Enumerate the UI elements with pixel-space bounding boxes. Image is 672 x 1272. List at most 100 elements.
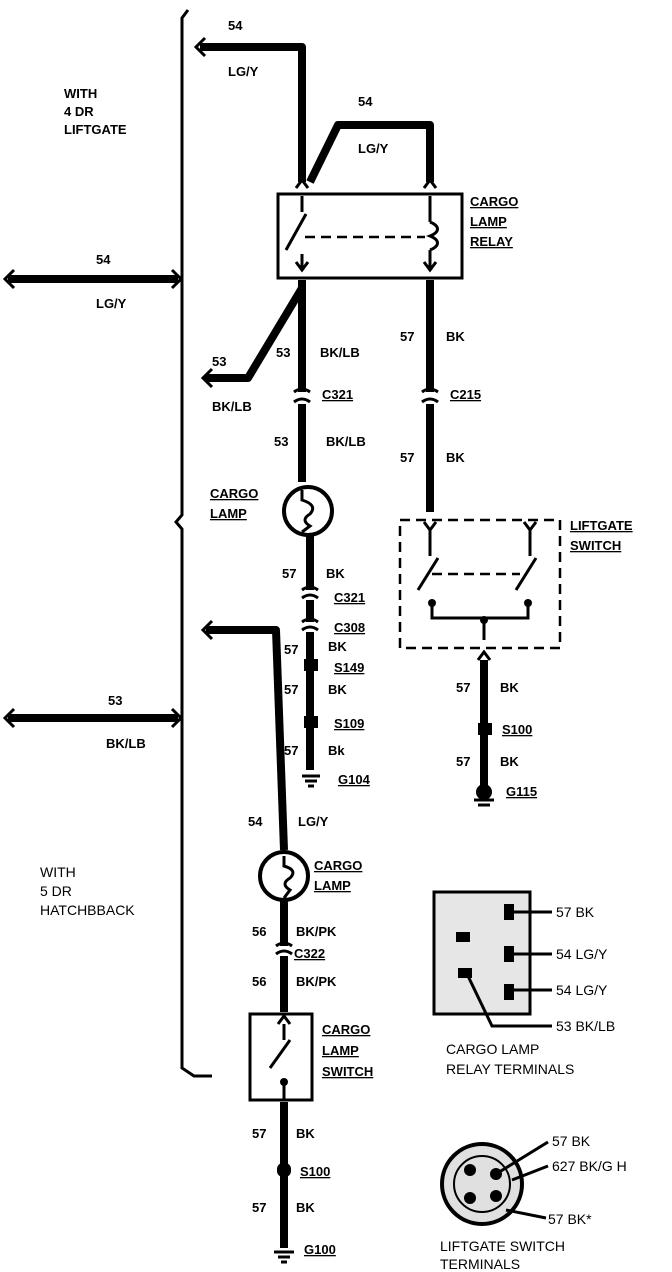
connector-label-g100: G100 xyxy=(304,1242,336,1257)
wire-54-hatchback xyxy=(206,626,288,851)
wire-color-57-l2: BK xyxy=(500,754,519,769)
label-with-5dr: WITH xyxy=(40,864,76,880)
relay-terminals-inset xyxy=(432,890,552,1028)
label-cargo-lamp-top-2: LAMP xyxy=(210,506,247,521)
splice-s100-bottom xyxy=(277,1163,291,1177)
wire-label-57-c4: 57 xyxy=(284,743,298,758)
label-cargo-lamp-switch-2: LAMP xyxy=(322,1043,359,1058)
liftgate-contact xyxy=(416,557,440,591)
wire-color-57-c4: Bk xyxy=(328,743,345,758)
switch-terminal-arrow xyxy=(522,521,538,533)
connector-label-s149: S149 xyxy=(334,660,364,675)
connector-c215 xyxy=(421,397,439,404)
label-cargo-lamp-bot-2: LAMP xyxy=(314,878,351,893)
wire-label-54-top: 54 xyxy=(228,18,243,33)
relay-terminal-arrow xyxy=(294,177,310,189)
connector-c321-a xyxy=(293,397,311,404)
wire-color-53-left-branch: BK/LB xyxy=(212,399,252,414)
label-cargo-lamp-top-1: CARGO xyxy=(210,486,258,501)
cargo-lamp-relay-box xyxy=(276,192,464,280)
connector-c308 xyxy=(301,625,319,632)
connector-label-s100-bottom: S100 xyxy=(300,1164,330,1179)
wire-label-53-left: 53 xyxy=(108,693,122,708)
connector-arrow xyxy=(170,707,184,729)
splice-s100-right xyxy=(478,723,492,735)
cargo-switch-contact xyxy=(268,1039,292,1069)
label-relay-terminals-1: CARGO LAMP xyxy=(446,1041,539,1057)
wire-color-57-b2: BK xyxy=(296,1200,315,1215)
connector-label-c321-b: C321 xyxy=(334,590,365,605)
label-with-4dr-2: 4 DR xyxy=(64,104,94,119)
wire-53-branch xyxy=(205,285,306,382)
lamp-filament xyxy=(300,490,315,534)
wire-color-54-left: LG/Y xyxy=(96,296,127,311)
label-with-5dr-3: HATCHBBACK xyxy=(40,902,135,918)
liftgate-contact xyxy=(514,557,538,591)
relay-terminal-arrow xyxy=(422,177,438,189)
connector-label-c215: C215 xyxy=(450,387,481,402)
connector-label-s100-right: S100 xyxy=(502,722,532,737)
connector-arrow xyxy=(170,268,184,290)
wire-label-56-b: 56 xyxy=(252,974,266,989)
label-liftgate-switch-2: SWITCH xyxy=(570,538,621,553)
wire-color-54-mid: LG/Y xyxy=(358,141,389,156)
label-liftgate-switch-1: LIFTGATE xyxy=(570,518,633,533)
connector-c321-a xyxy=(293,387,311,394)
label-cargo-lamp-relay-1: CARGO xyxy=(470,194,518,209)
wire-color-54-top: LG/Y xyxy=(228,64,259,79)
label-with-4dr-3: LIFTGATE xyxy=(64,122,127,137)
liftgate-terminals-inset xyxy=(440,1140,549,1226)
label-cargo-lamp-switch-3: SWITCH xyxy=(322,1064,373,1079)
wire-color-56-b: BK/PK xyxy=(296,974,337,989)
relay-terminal-1: 57 BK xyxy=(556,904,595,920)
wire-color-53-a: BK/LB xyxy=(320,345,360,360)
label-cargo-lamp-relay-3: RELAY xyxy=(470,234,513,249)
option-bracket xyxy=(174,9,212,1078)
label-cargo-lamp-relay-2: LAMP xyxy=(470,214,507,229)
lamp-filament xyxy=(282,856,295,899)
splice-s109 xyxy=(304,716,318,728)
connector-label-c321-a: C321 xyxy=(322,387,353,402)
wire-color-57-c2: BK xyxy=(328,639,347,654)
wire-color-56-a: BK/PK xyxy=(296,924,337,939)
cargo-lamp-switch-box xyxy=(248,1012,314,1102)
relay-terminal-3: 54 LG/Y xyxy=(556,982,608,998)
connector-arrow xyxy=(2,707,16,729)
wire-label-53-b: 53 xyxy=(274,434,288,449)
connector-label-g104: G104 xyxy=(338,772,371,787)
wire-label-54-mid: 54 xyxy=(358,94,373,109)
wire-color-57-b1: BK xyxy=(296,1126,315,1141)
relay-coil xyxy=(425,220,439,252)
connector-c322 xyxy=(275,949,293,956)
wire-label-57-b1: 57 xyxy=(252,1126,266,1141)
wire-color-57-c3: BK xyxy=(328,682,347,697)
ground-g115 xyxy=(476,784,492,800)
label-with-5dr-2: 5 DR xyxy=(40,883,72,899)
wire-label-53-left-branch: 53 xyxy=(212,354,226,369)
wire-color-53-left: BK/LB xyxy=(106,736,146,751)
connector-c322 xyxy=(275,941,293,948)
connector-label-g115: G115 xyxy=(506,784,537,799)
connector-arrow-top-left xyxy=(193,36,207,58)
label-with-4dr: WITH xyxy=(64,86,97,101)
wire-label-54-left: 54 xyxy=(96,252,111,267)
label-liftgate-terminals-1: LIFTGATE SWITCH xyxy=(440,1238,565,1254)
connector-c321-b xyxy=(301,593,319,600)
label-cargo-lamp-switch-1: CARGO xyxy=(322,1022,370,1037)
liftgate-terminal xyxy=(480,616,488,624)
wire-label-57-l1: 57 xyxy=(456,680,470,695)
wire-label-57-c1: 57 xyxy=(282,566,296,581)
label-cargo-lamp-bot-1: CARGO xyxy=(314,858,362,873)
wire-label-57-r1: 57 xyxy=(400,329,414,344)
liftgate-terminal-1: 57 BK xyxy=(552,1133,591,1149)
liftgate-common xyxy=(430,603,530,620)
connector-label-c308: C308 xyxy=(334,620,365,635)
wire-label-57-l2: 57 xyxy=(456,754,470,769)
wire-color-57-l1: BK xyxy=(500,680,519,695)
wire-color-54-hb: LG/Y xyxy=(298,814,329,829)
switch-terminal-arrow xyxy=(476,649,492,661)
wire-label-57-b2: 57 xyxy=(252,1200,266,1215)
switch-terminal-arrow xyxy=(422,521,438,533)
